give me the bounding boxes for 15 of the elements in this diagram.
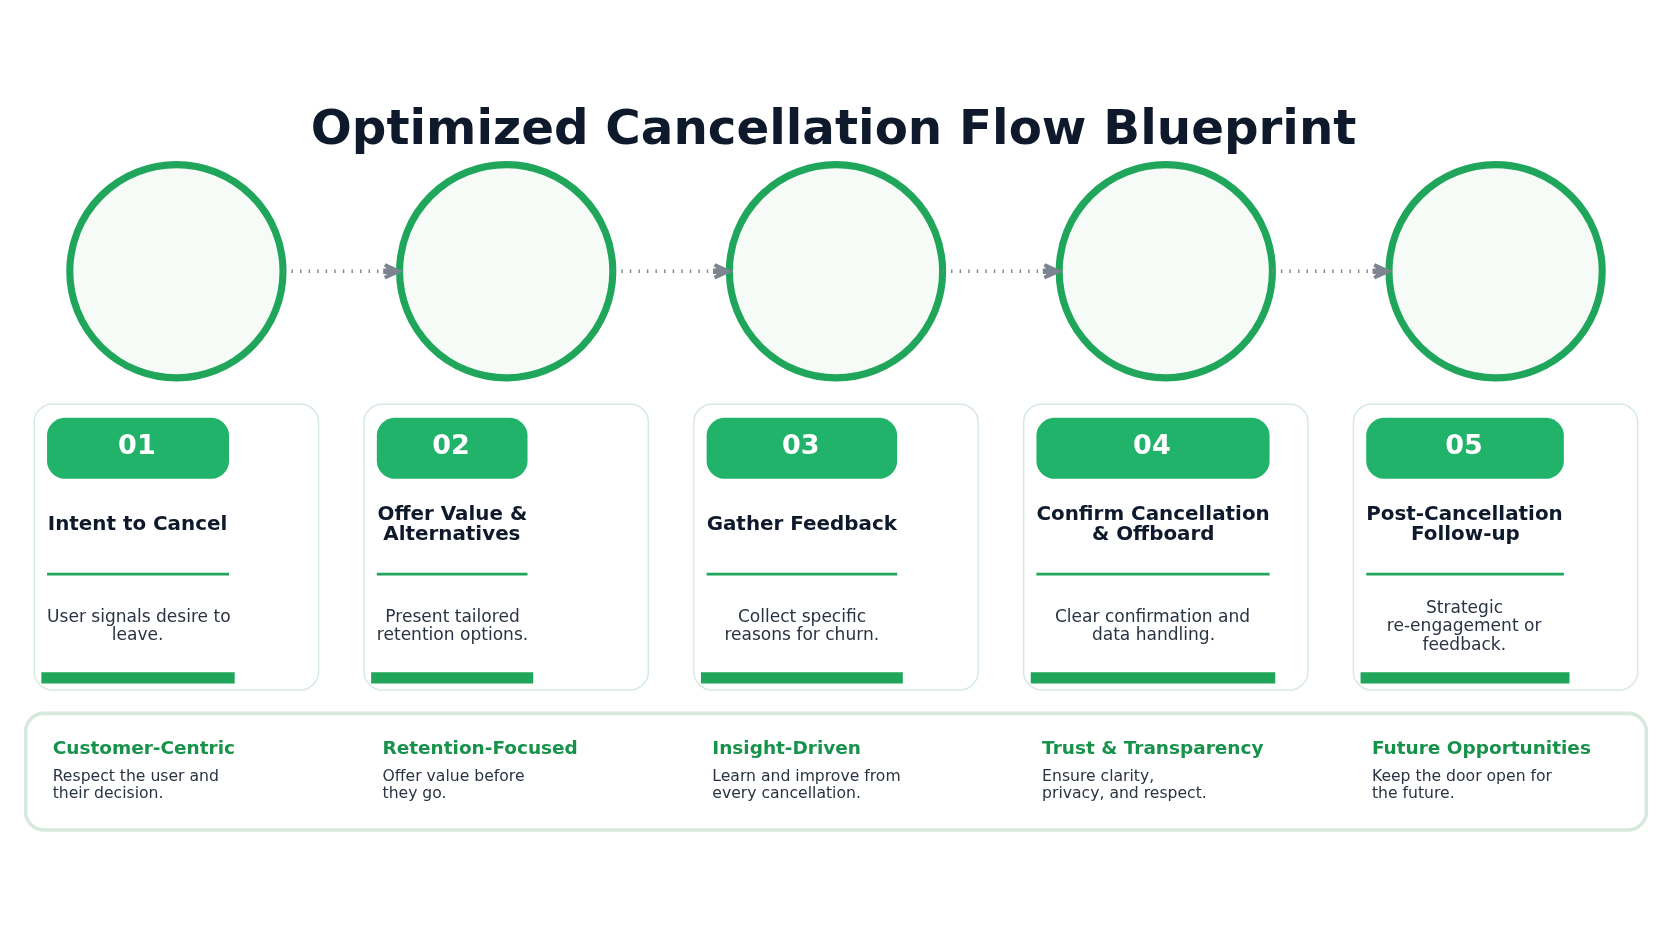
node-circle — [66, 160, 287, 381]
node-text: Future Opportunities Keep the door open for the future. — [1371, 736, 1591, 802]
node-circle — [1385, 160, 1606, 381]
arrow — [283, 262, 401, 279]
node-text: Trust & Transparency Ensure clarity, privacy, and respect. — [1042, 736, 1264, 802]
node-circle — [1055, 160, 1276, 381]
diagram-title: Optimized Cancellation Flow Blueprint — [310, 98, 1357, 155]
node-text: Retention-Focused Offer value before they go. — [382, 736, 578, 802]
node-circle — [396, 160, 617, 381]
node-text: Insight-Driven Learn and improve from every cancellation. — [712, 736, 901, 802]
arrow — [612, 262, 731, 279]
arrow — [942, 262, 1061, 279]
node-circle — [725, 160, 947, 381]
arrow — [1272, 262, 1391, 279]
node-text: Customer-Centric Respect the user and their decision. — [52, 736, 235, 802]
